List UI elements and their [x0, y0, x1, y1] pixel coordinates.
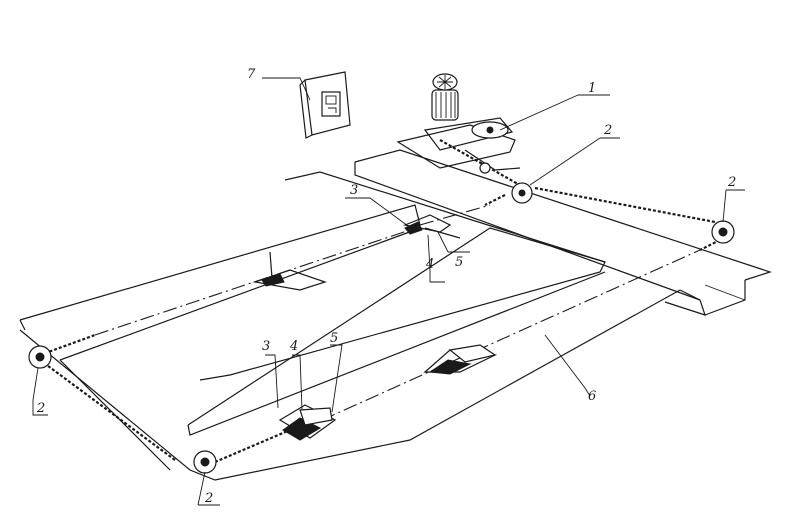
label-2-top: 2 [603, 123, 612, 138]
pulley-bottom [193, 450, 217, 474]
chain-loop [39, 139, 721, 464]
label-2-left: 2 [36, 401, 45, 416]
pulley-right [711, 220, 735, 244]
clamp-middle [252, 251, 327, 291]
drive-unit [396, 73, 521, 174]
label-4-upper: 4 [425, 257, 434, 272]
rope-lines [94, 204, 701, 431]
label-2-right: 2 [727, 175, 736, 190]
pulley-left [28, 345, 52, 369]
callout-labels: 1 2 2 2 2 3 4 5 3 4 5 6 7 [36, 67, 736, 506]
control-box [299, 71, 351, 139]
floor-plate [19, 171, 701, 481]
upper-platform [354, 149, 772, 316]
clamp-lower [278, 404, 337, 441]
label-6: 6 [588, 389, 596, 404]
label-5-upper: 5 [455, 255, 463, 270]
label-3-lower: 3 [262, 339, 270, 354]
clamp-upper [402, 214, 461, 239]
label-3-upper: 3 [350, 183, 358, 198]
label-4-lower: 4 [289, 339, 298, 354]
clamp-right [423, 344, 498, 375]
pulley-top [511, 182, 533, 204]
label-2-bottom: 2 [204, 491, 213, 506]
label-7: 7 [247, 67, 256, 82]
leader-lines [32, 77, 745, 506]
label-5-lower: 5 [330, 331, 338, 346]
label-1: 1 [588, 81, 596, 96]
